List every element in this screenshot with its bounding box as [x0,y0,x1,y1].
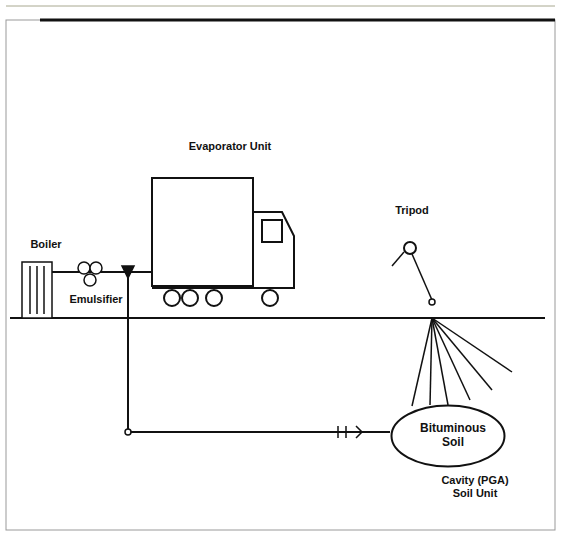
part-label: Cavity (PGA) Soil Unit [435,474,515,499]
truck [152,178,294,306]
valve-symbol [338,426,362,438]
node-text: Bituminous Soil [415,422,491,450]
junction-symbol [122,266,134,278]
ellipse-shape [392,406,505,467]
part-label: Emulsifier [69,293,122,306]
reservoir-ellipse: Bituminous Soil [390,404,506,468]
pipe [52,271,152,273]
pipe [128,278,390,432]
header-rule [6,6,555,7]
frame [6,20,555,530]
injection-wells [412,318,512,406]
part-label: Evaporator Unit [189,140,272,153]
pipe-joint [125,429,131,435]
top-rule [40,19,555,22]
tripod-symbol [392,242,435,305]
pump-symbol [78,262,102,286]
part-label: Tripod [395,204,429,217]
part-label: Boiler [30,238,61,251]
ground-line [10,317,545,319]
boiler-symbol [22,262,52,318]
